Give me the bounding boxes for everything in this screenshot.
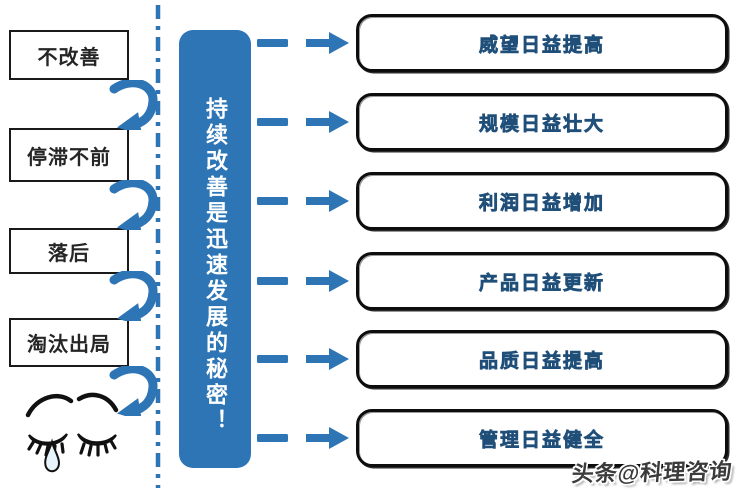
dashed-arrow-icon [257,190,349,212]
divider-dashed-line [155,5,161,488]
benefit-box-1: 威望日益提高 [356,14,728,72]
watermark-text: 头条@科理咨询 [570,458,734,487]
dashed-arrow-icon [257,111,349,133]
dashed-arrow-icon [257,348,349,370]
decline-step-box-1: 不改善 [9,30,129,80]
benefit-box-5: 品质日益提高 [356,330,728,388]
decline-step-box-2: 停滞不前 [9,128,129,182]
benefit-box-2: 规模日益壮大 [356,93,728,151]
benefit-label: 管理日益健全 [478,429,605,451]
decline-step-label: 落后 [48,242,90,265]
center-message-box: 持续改善是迅速发展的秘密！ [179,30,251,468]
benefit-label: 品质日益提高 [478,350,605,372]
benefit-label: 利润日益增加 [478,192,605,214]
decline-step-label: 停滞不前 [27,146,111,169]
decline-step-label: 不改善 [37,46,101,69]
curved-arrow-icon [109,180,158,230]
center-message-text: 持续改善是迅速发展的秘密！ [203,97,228,435]
benefit-box-4: 产品日益更新 [356,252,728,310]
curved-arrow-icon [109,366,158,416]
decline-step-box-3: 落后 [9,228,129,274]
benefit-label: 产品日益更新 [478,272,605,294]
dashed-arrow-icon [257,32,349,54]
benefit-box-3: 利润日益增加 [356,172,728,230]
dashed-arrow-icon [257,270,349,292]
crying-eyes-icon [25,392,119,473]
benefit-label: 威望日益提高 [478,34,605,56]
dashed-arrow-icon [257,427,349,449]
benefit-box-6: 管理日益健全 [356,409,728,467]
decline-step-box-4: 淘汰出局 [9,318,129,367]
curved-arrow-icon [109,80,158,130]
curved-arrow-icon [109,271,158,321]
benefit-label: 规模日益壮大 [478,113,605,135]
decline-step-label: 淘汰出局 [27,334,111,356]
